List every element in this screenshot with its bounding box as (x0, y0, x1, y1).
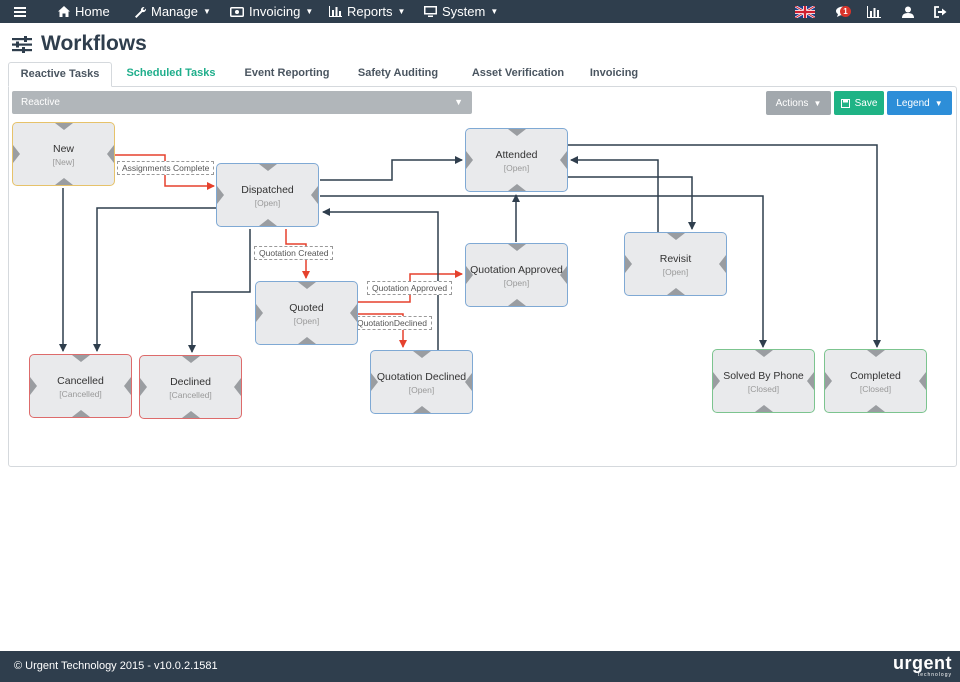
footer: © Urgent Technology 2015 - v10.0.2.1581 … (0, 651, 960, 682)
sign-out-icon[interactable] (930, 0, 950, 23)
chevron-down-icon: ▼ (454, 97, 463, 107)
chevron-down-icon: ▼ (490, 7, 499, 16)
label-quotation-declined[interactable]: QuotationDeclined (352, 316, 432, 330)
node-name: Quotation Approved (470, 264, 563, 276)
node-cancelled[interactable]: Cancelled [Cancelled] (29, 354, 132, 418)
nav-invoicing-label: Invoicing (249, 4, 301, 19)
node-status: [Open] (503, 278, 530, 288)
chat-notifications-button[interactable]: 1 (830, 0, 856, 23)
node-status: [Open] (662, 267, 689, 277)
uk-flag-icon[interactable] (794, 0, 816, 23)
urgent-logo: urgent technology (893, 654, 952, 678)
node-new[interactable]: New [New] (12, 122, 115, 186)
home-icon (58, 6, 70, 17)
nav-system-label: System (442, 4, 486, 19)
node-quoted[interactable]: Quoted [Open] (255, 281, 358, 345)
nav-system[interactable]: System ▼ (424, 0, 498, 23)
actions-label: Actions (775, 97, 809, 109)
floppy-disk-icon (840, 98, 850, 108)
nav-manage[interactable]: Manage ▼ (134, 0, 211, 23)
node-declined[interactable]: Declined [Cancelled] (139, 355, 242, 419)
user-icon[interactable] (898, 0, 918, 23)
node-revisit[interactable]: Revisit [Open] (624, 232, 727, 296)
label-quotation-approved[interactable]: Quotation Approved (367, 281, 453, 295)
tab-event-reporting[interactable]: Event Reporting (244, 67, 330, 79)
node-status: [Cancelled] (59, 389, 102, 399)
page-title-text: Workflows (41, 32, 147, 55)
nav-invoicing[interactable]: Invoicing ▼ (230, 0, 313, 23)
desktop-icon (424, 6, 437, 17)
node-quotation-approved[interactable]: Quotation Approved [Open] (465, 243, 568, 307)
tab-reactive-tasks[interactable]: Reactive Tasks (8, 62, 112, 87)
sliders-icon (12, 35, 32, 53)
chevron-down-icon: ▼ (397, 7, 406, 16)
nav-home[interactable]: Home (58, 0, 110, 23)
page-title: Workflows (12, 32, 147, 56)
label-quotation-created[interactable]: Quotation Created (254, 246, 334, 260)
legend-button[interactable]: Legend ▼ (887, 91, 952, 115)
tab-safety-auditing[interactable]: Safety Auditing (357, 67, 439, 79)
workflow-select-value: Reactive (21, 97, 60, 108)
chevron-down-icon: ▼ (934, 98, 943, 108)
legend-label: Legend (896, 97, 930, 109)
nav-home-label: Home (75, 4, 110, 19)
node-name: Solved By Phone (723, 370, 804, 382)
node-status: [Closed] (859, 384, 892, 394)
stats-icon[interactable] (864, 0, 884, 23)
money-icon (230, 6, 244, 17)
nav-reports-label: Reports (347, 4, 393, 19)
hamburger-menu-icon[interactable] (14, 0, 26, 23)
node-name: Cancelled (57, 375, 104, 387)
node-name: New (52, 143, 74, 155)
node-status: [Open] (503, 163, 530, 173)
node-status: [Cancelled] (169, 390, 212, 400)
save-button[interactable]: Save (834, 91, 884, 115)
node-name: Revisit (659, 253, 692, 265)
chevron-down-icon: ▼ (305, 7, 314, 16)
node-name: Declined (170, 376, 211, 388)
node-status: [Closed] (747, 384, 780, 394)
tab-asset-verification[interactable]: Asset Verification (471, 67, 565, 79)
node-quotation-declined[interactable]: Quotation Declined [Open] (370, 350, 473, 414)
node-status: [New] (52, 157, 75, 167)
node-status: [Open] (254, 198, 281, 208)
notification-badge: 1 (840, 6, 851, 17)
label-assignments-complete[interactable]: Assignments Complete (117, 161, 215, 175)
node-name: Quoted (289, 302, 324, 314)
logo-wordmark: urgent (893, 653, 952, 673)
node-dispatched[interactable]: Dispatched [Open] (216, 163, 319, 227)
chevron-down-icon: ▼ (813, 98, 822, 108)
wrench-icon (135, 6, 146, 18)
tab-invoicing[interactable]: Invoicing (589, 67, 639, 79)
node-status: [Open] (408, 385, 435, 395)
save-label: Save (854, 97, 878, 109)
chevron-down-icon: ▼ (202, 7, 211, 16)
node-name: Attended (495, 149, 538, 161)
footer-copyright: © Urgent Technology 2015 - v10.0.2.1581 (14, 660, 218, 672)
top-navbar: Home Manage ▼ Invoicing ▼ Reports ▼ Syst… (0, 0, 960, 23)
node-name: Quotation Declined (376, 371, 467, 383)
node-solved-by-phone[interactable]: Solved By Phone [Closed] (712, 349, 815, 413)
workflow-select[interactable]: Reactive ▼ (12, 91, 472, 114)
nav-reports[interactable]: Reports ▼ (329, 0, 405, 23)
actions-button[interactable]: Actions ▼ (766, 91, 831, 115)
node-attended[interactable]: Attended [Open] (465, 128, 568, 192)
nav-manage-label: Manage (151, 4, 198, 19)
node-completed[interactable]: Completed [Closed] (824, 349, 927, 413)
node-status: [Open] (293, 316, 320, 326)
logo-subtitle: technology (917, 672, 952, 678)
bar-chart-icon (329, 6, 342, 17)
node-name: Completed (850, 370, 901, 382)
tab-scheduled-tasks[interactable]: Scheduled Tasks (126, 67, 216, 79)
node-name: Dispatched (241, 184, 294, 196)
